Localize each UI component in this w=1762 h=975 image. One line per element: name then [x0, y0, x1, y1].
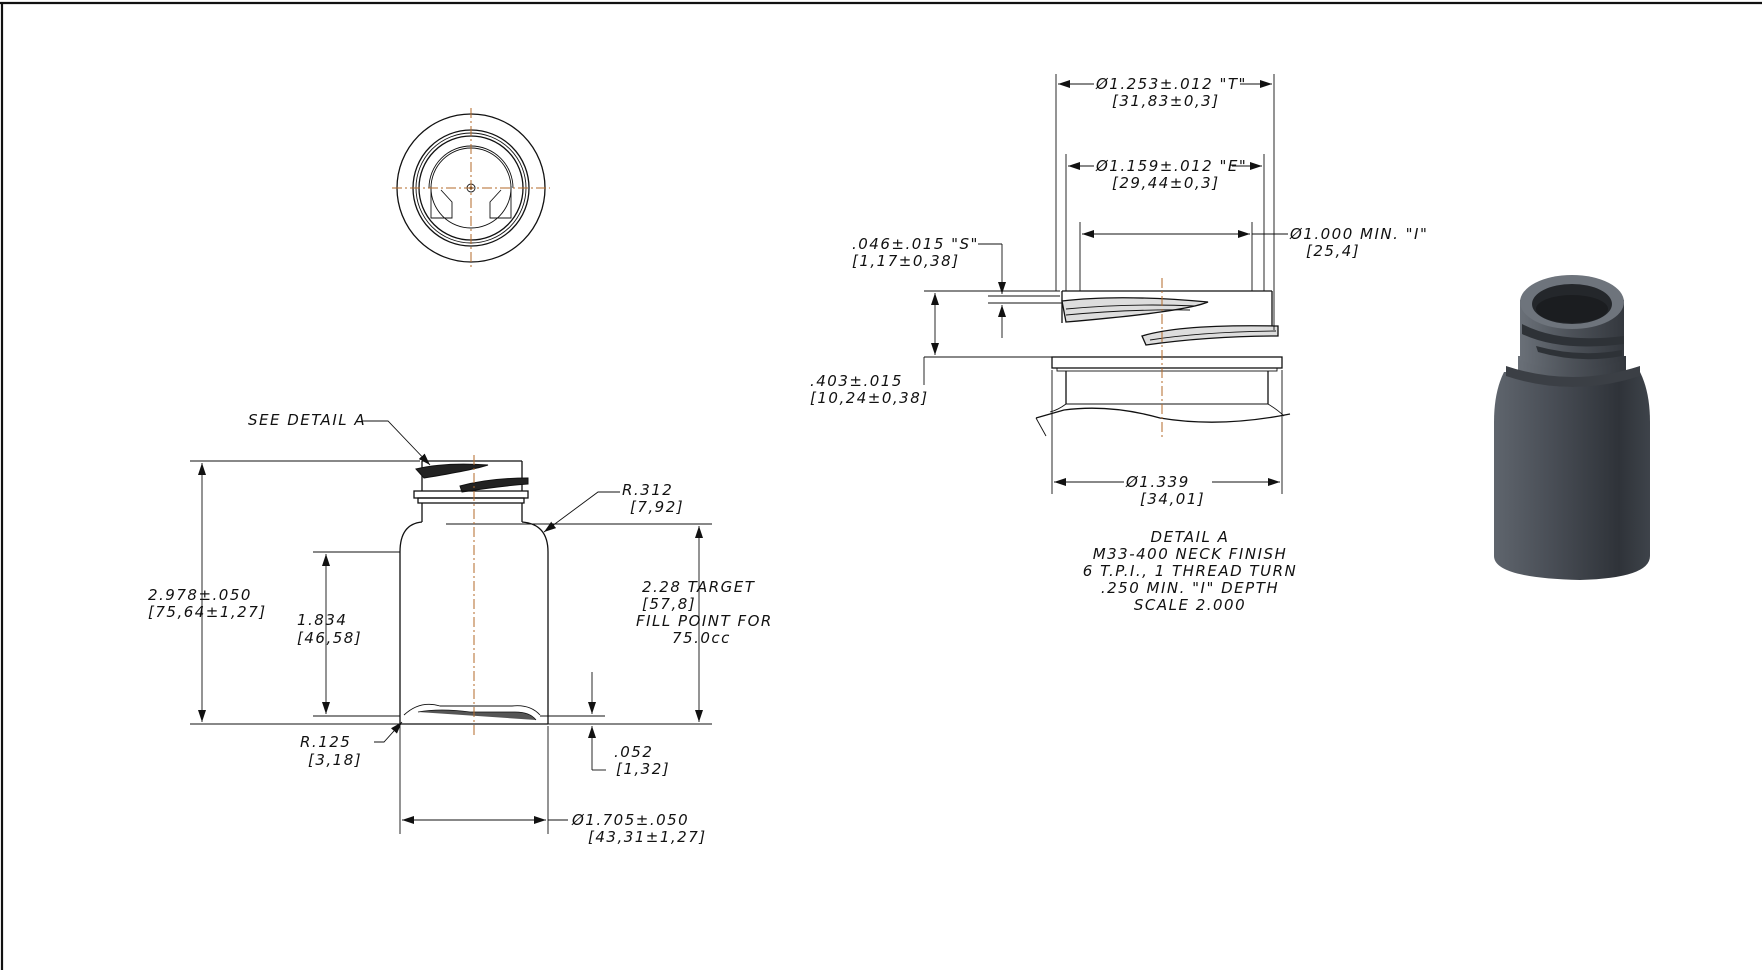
see-detail-leader	[362, 420, 431, 466]
fill-point-line4: 75.0cc	[672, 629, 731, 647]
dim-base-push	[540, 672, 606, 771]
dim-s	[978, 243, 1062, 338]
base-push-mm: [1,32]	[616, 760, 670, 778]
base-radius-leader	[374, 721, 403, 743]
dim-body-height	[313, 551, 400, 717]
dim-flange	[1051, 370, 1283, 494]
h-dim-mm: [10,24±0,38]	[810, 389, 929, 407]
front-view-bottle	[399, 455, 549, 735]
s-dim-mm: [1,17±0,38]	[852, 252, 960, 270]
fill-point-line1: 2.28 TARGET	[642, 578, 756, 596]
base-push-in: .052	[614, 743, 653, 761]
dim-t	[1055, 74, 1275, 330]
flange-dim-in: Ø1.339	[1125, 473, 1190, 491]
dim-body-diameter	[399, 726, 568, 834]
total-height-mm: [75,64±1,27]	[148, 603, 267, 621]
shoulder-radius-mm: [7,92]	[630, 498, 684, 516]
total-height-in: 2.978±.050	[148, 586, 252, 604]
e-dim-in: Ø1.159±.012 "E"	[1095, 157, 1247, 175]
h-dim-in: .403±.015	[810, 372, 903, 390]
detail-a-neck	[1035, 278, 1291, 440]
detail-note-4: .250 MIN. "I" DEPTH	[1101, 579, 1279, 597]
detail-note-1: DETAIL A	[1151, 528, 1230, 546]
i-dim-in: Ø1.000 MIN. "I"	[1289, 225, 1428, 243]
dim-h	[923, 290, 1060, 385]
e-dim-mm: [29,44±0,3]	[1112, 174, 1220, 192]
see-detail-label: SEE DETAIL A	[248, 411, 366, 429]
detail-note-3: 6 T.P.I., 1 THREAD TURN	[1083, 562, 1297, 580]
top-view	[392, 108, 550, 268]
body-diameter-mm: [43,31±1,27]	[588, 828, 707, 846]
dim-i	[1079, 222, 1288, 291]
detail-note-2: M33-400 NECK FINISH	[1093, 545, 1288, 563]
t-dim-in: Ø1.253±.012 "T"	[1095, 75, 1247, 93]
flange-dim-mm: [34,01]	[1140, 490, 1205, 508]
body-height-mm: [46,58]	[297, 629, 362, 647]
bottle-3d-render	[1494, 275, 1650, 580]
detail-note-5: SCALE 2.000	[1134, 596, 1246, 614]
shoulder-radius-leader	[543, 491, 620, 533]
body-diameter-in: Ø1.705±.050	[571, 811, 689, 829]
dim-e	[1065, 154, 1265, 291]
body-height-in: 1.834	[297, 611, 347, 629]
dim-fill-point	[548, 523, 712, 725]
shoulder-radius-in: R.312	[622, 481, 673, 499]
base-radius-mm: [3,18]	[308, 751, 362, 769]
fill-point-line3: FILL POINT FOR	[636, 612, 773, 630]
fill-point-line2: [57,8]	[642, 595, 696, 613]
s-dim-in: .046±.015 "S"	[852, 235, 979, 253]
t-dim-mm: [31,83±0,3]	[1112, 92, 1220, 110]
base-radius-in: R.125	[300, 733, 351, 751]
dim-total-height	[190, 460, 420, 725]
i-dim-mm: [25,4]	[1306, 242, 1360, 260]
